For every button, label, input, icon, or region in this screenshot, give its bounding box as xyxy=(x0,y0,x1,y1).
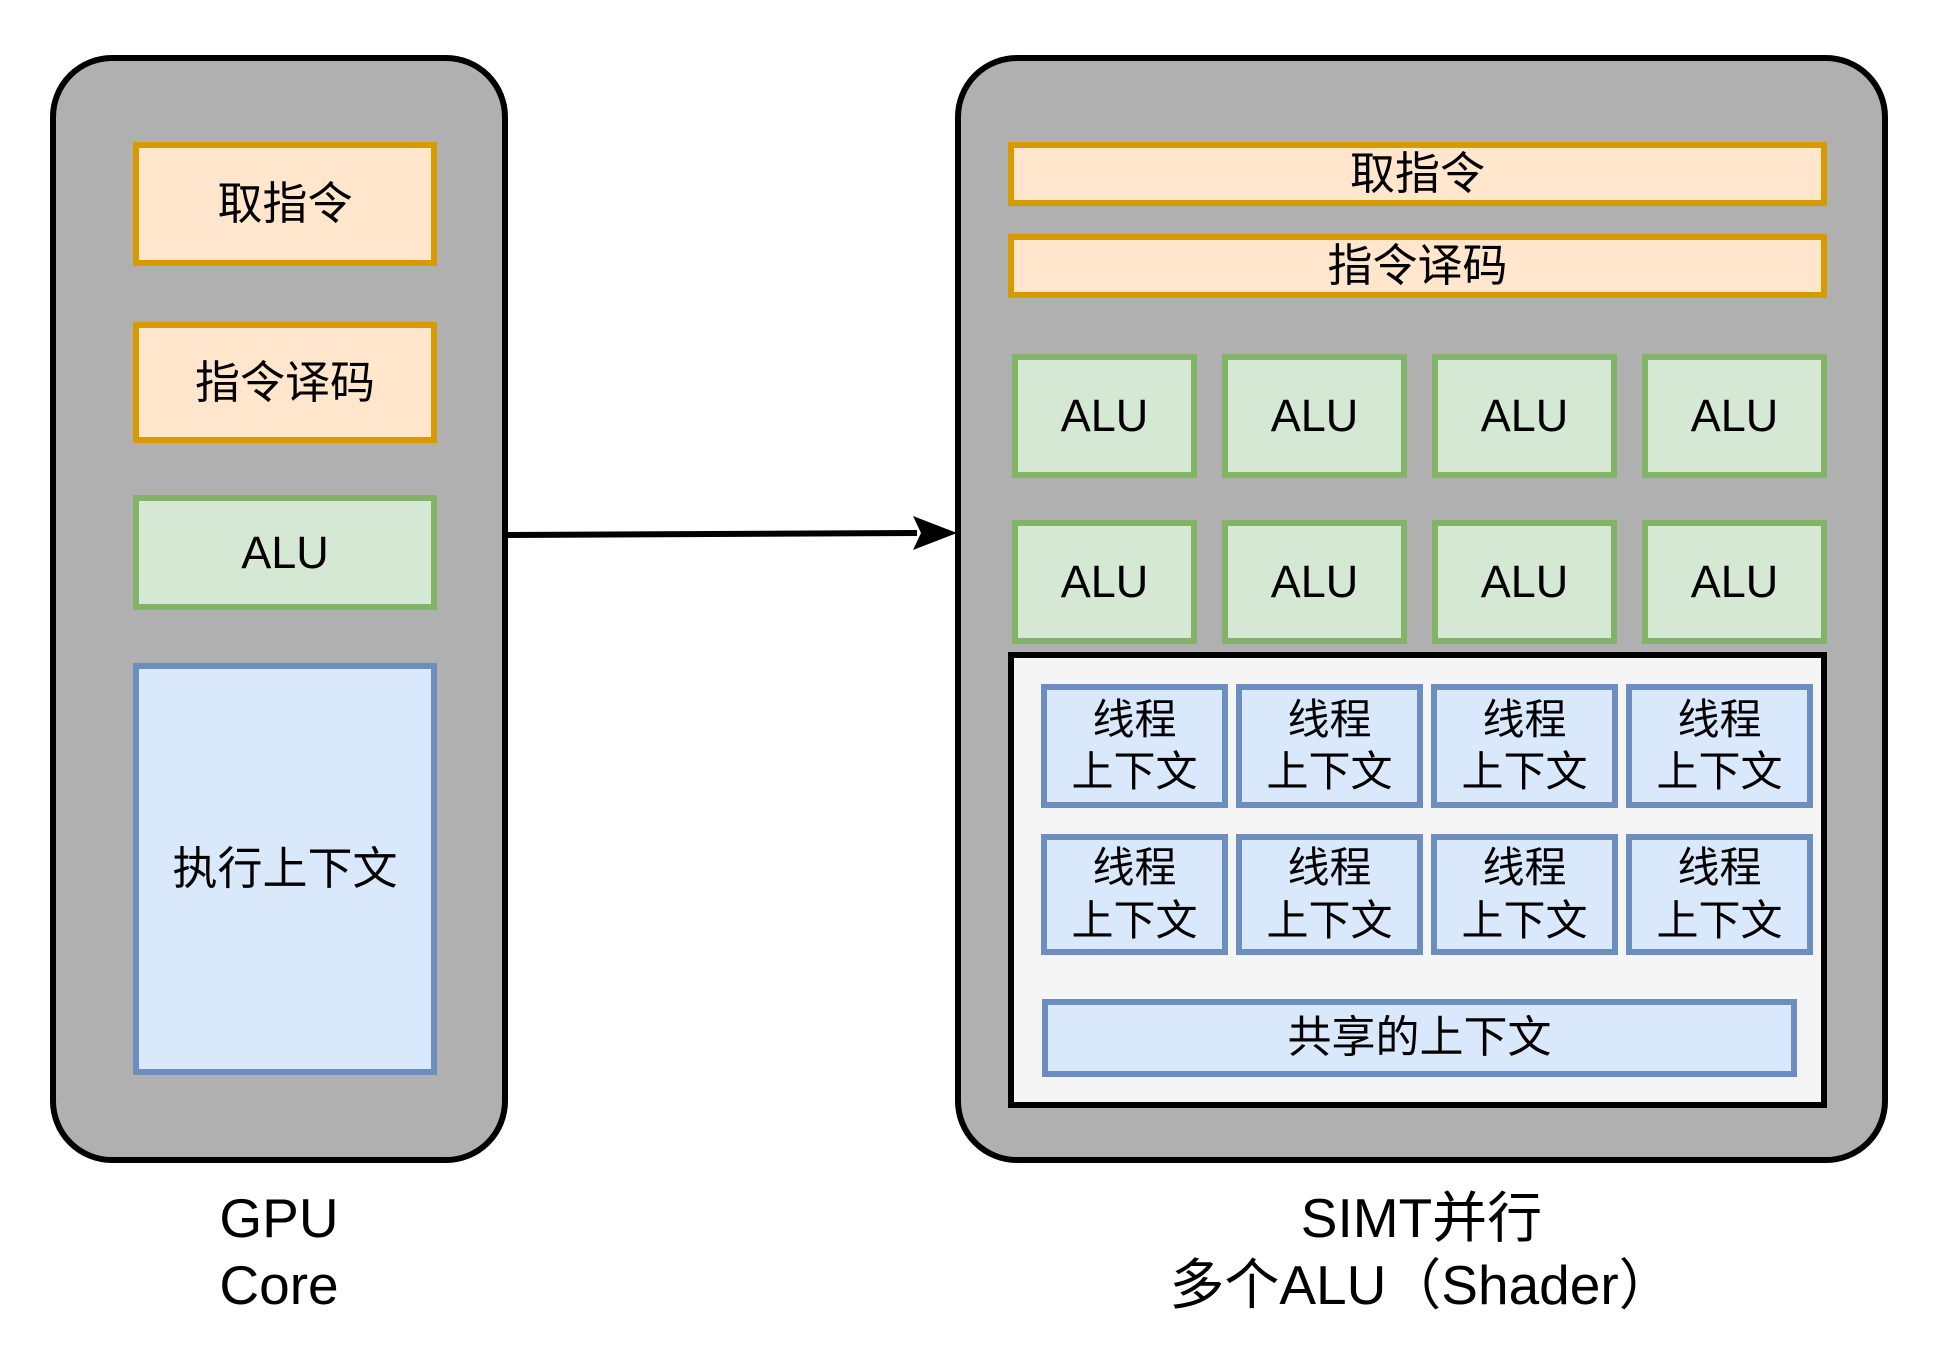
alu-label: ALU xyxy=(1270,556,1359,607)
right-instruction-decode-box: 指令译码 xyxy=(1008,234,1827,298)
thread-context-label-line2: 上下文 xyxy=(1656,748,1783,795)
alu-box-2: ALU xyxy=(1222,354,1407,478)
thread-context-box-3: 线程 上下文 xyxy=(1431,684,1618,808)
execution-context-label: 执行上下文 xyxy=(172,843,398,894)
contexts-container: 线程 上下文 线程 上下文 线程 上下文 线程 上下文 线程 上下文 线程 上下… xyxy=(1008,652,1827,1108)
alu-box-5: ALU xyxy=(1012,520,1197,644)
thread-context-box-4: 线程 上下文 xyxy=(1626,684,1813,808)
alu-label: ALU xyxy=(1270,390,1359,441)
thread-context-label-line2: 上下文 xyxy=(1266,896,1393,944)
left-instruction-decode-label: 指令译码 xyxy=(194,356,375,408)
left-alu-box: ALU xyxy=(133,495,437,610)
thread-context-label-line1: 线程 xyxy=(1092,844,1177,891)
gpu-to-simt-arrow-icon xyxy=(506,516,957,550)
simt-shader-caption: SIMT并行 多个ALU（Shader） xyxy=(955,1185,1888,1319)
gpu-core-panel: 取指令 指令译码 ALU 执行上下文 xyxy=(50,55,508,1163)
thread-context-label-line2: 上下文 xyxy=(1071,748,1198,795)
alu-box-1: ALU xyxy=(1012,354,1197,478)
alu-label: ALU xyxy=(1480,390,1569,441)
alu-box-7: ALU xyxy=(1432,520,1617,644)
alu-box-6: ALU xyxy=(1222,520,1407,644)
execution-context-box: 执行上下文 xyxy=(133,663,437,1075)
gpu-core-caption: GPU Core xyxy=(50,1185,508,1319)
thread-context-box-2: 线程 上下文 xyxy=(1236,684,1423,808)
thread-context-label-line2: 上下文 xyxy=(1461,896,1588,944)
thread-context-label-line2: 上下文 xyxy=(1071,896,1198,944)
thread-context-box-8: 线程 上下文 xyxy=(1626,834,1813,955)
thread-context-box-7: 线程 上下文 xyxy=(1431,834,1618,955)
left-fetch-instruction-label: 取指令 xyxy=(217,178,353,229)
alu-label: ALU xyxy=(1690,390,1779,441)
right-fetch-instruction-label: 取指令 xyxy=(1349,148,1485,199)
thread-context-label-line1: 线程 xyxy=(1482,695,1567,743)
thread-context-label-line2: 上下文 xyxy=(1461,748,1588,795)
shared-context-box: 共享的上下文 xyxy=(1042,999,1797,1077)
right-instruction-decode-label: 指令译码 xyxy=(1327,240,1508,291)
left-alu-label: ALU xyxy=(241,526,329,578)
simt-shader-panel: 取指令 指令译码 ALU ALU ALU ALU ALU ALU ALU ALU xyxy=(955,55,1888,1163)
left-instruction-decode-box: 指令译码 xyxy=(133,322,437,443)
thread-context-label-line1: 线程 xyxy=(1092,695,1177,743)
thread-context-label-line1: 线程 xyxy=(1287,695,1372,743)
gpu-core-caption-line1: GPU xyxy=(219,1187,339,1249)
thread-context-label-line1: 线程 xyxy=(1677,844,1762,891)
right-fetch-instruction-box: 取指令 xyxy=(1008,142,1827,206)
thread-context-box-6: 线程 上下文 xyxy=(1236,834,1423,955)
alu-label: ALU xyxy=(1060,556,1149,607)
thread-context-box-5: 线程 上下文 xyxy=(1041,834,1228,955)
shared-context-label: 共享的上下文 xyxy=(1287,1012,1552,1062)
gpu-core-caption-line2: Core xyxy=(219,1254,339,1316)
alu-box-4: ALU xyxy=(1642,354,1827,478)
thread-context-box-1: 线程 上下文 xyxy=(1041,684,1228,808)
alu-box-8: ALU xyxy=(1642,520,1827,644)
thread-context-label-line2: 上下文 xyxy=(1656,896,1783,944)
thread-context-label-line1: 线程 xyxy=(1677,695,1762,743)
simt-shader-caption-line2: 多个ALU（Shader） xyxy=(1169,1254,1674,1316)
thread-context-label-line2: 上下文 xyxy=(1266,748,1393,795)
thread-context-label-line1: 线程 xyxy=(1287,844,1372,891)
simt-shader-caption-line1: SIMT并行 xyxy=(1300,1187,1543,1249)
alu-label: ALU xyxy=(1480,556,1569,607)
left-fetch-instruction-box: 取指令 xyxy=(133,142,437,266)
alu-label: ALU xyxy=(1690,556,1779,607)
thread-context-label-line1: 线程 xyxy=(1482,844,1567,891)
alu-box-3: ALU xyxy=(1432,354,1617,478)
alu-label: ALU xyxy=(1060,390,1149,441)
